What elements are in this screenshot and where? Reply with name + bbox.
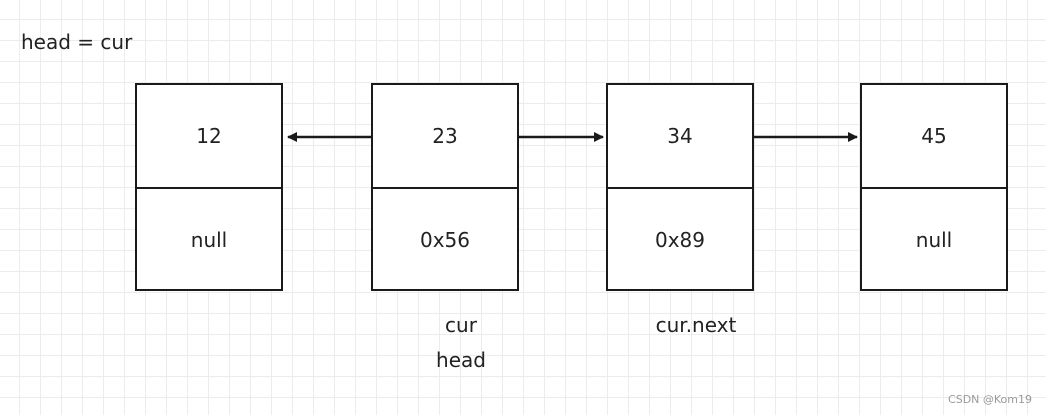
list-node-1: 12 null (135, 83, 283, 291)
node-next-cell: null (915, 228, 953, 252)
list-node-2: 23 0x56 (371, 83, 519, 291)
node-next-cell: 0x89 (654, 228, 705, 252)
node-value-cell: 45 (862, 85, 1006, 189)
list-node-3: 34 0x89 (606, 83, 754, 291)
list-node-4: 45 null (860, 83, 1008, 291)
node-next-cell: null (190, 228, 228, 252)
node-value-cell: 23 (373, 85, 517, 189)
cur-next-label: cur.next (655, 313, 737, 337)
node-value-cell: 12 (137, 85, 281, 189)
head-label: head (436, 348, 486, 372)
caption-text: head = cur (21, 30, 133, 54)
cur-label: cur (445, 313, 477, 337)
watermark-text: CSDN @Kom19 (948, 393, 1032, 406)
node-value-cell: 34 (608, 85, 752, 189)
node-next-cell: 0x56 (419, 228, 470, 252)
